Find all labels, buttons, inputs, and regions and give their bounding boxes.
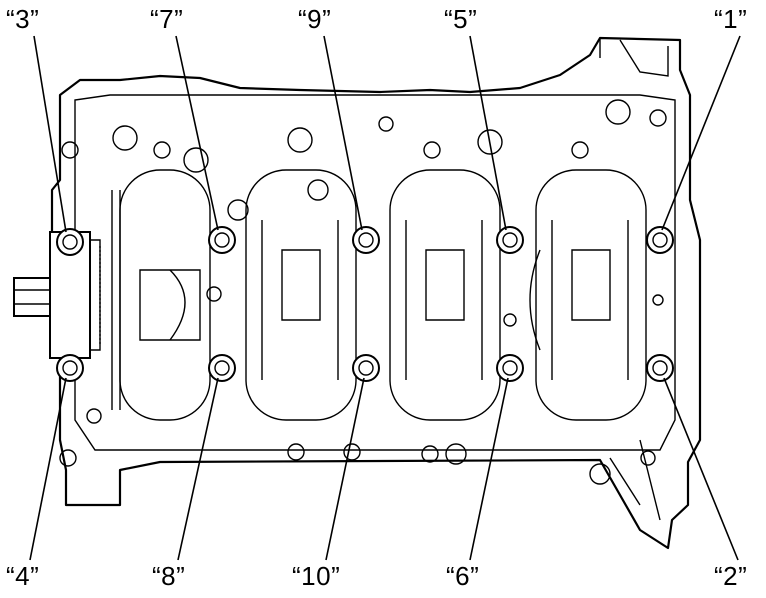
bolt-4: [56, 354, 84, 382]
bolt-10: [352, 354, 380, 382]
leader-lines: [29, 35, 741, 561]
block-outline: [50, 36, 702, 550]
callout-6: “6”: [446, 561, 480, 591]
bolt-3: [56, 228, 84, 256]
callout-4: “4”: [6, 561, 40, 591]
bolt-1: [646, 226, 674, 254]
callout-5: “5”: [444, 4, 478, 34]
callout-8: “8”: [152, 561, 186, 591]
callout-3: “3”: [6, 4, 40, 34]
bolt-8: [208, 354, 236, 382]
callout-7: “7”: [150, 4, 184, 34]
callout-2: “2”: [714, 561, 748, 591]
bolt-9: [352, 226, 380, 254]
block-holes: [59, 99, 667, 485]
callout-9: “9”: [298, 4, 332, 34]
bearing-bays: [119, 169, 647, 421]
bolt-7: [208, 226, 236, 254]
cap-bolts: [56, 226, 674, 382]
callout-1: “1”: [714, 4, 748, 34]
bolt-5: [496, 226, 524, 254]
bolt-2: [646, 354, 674, 382]
bolt-6: [496, 354, 524, 382]
callout-10: “10”: [292, 561, 341, 591]
